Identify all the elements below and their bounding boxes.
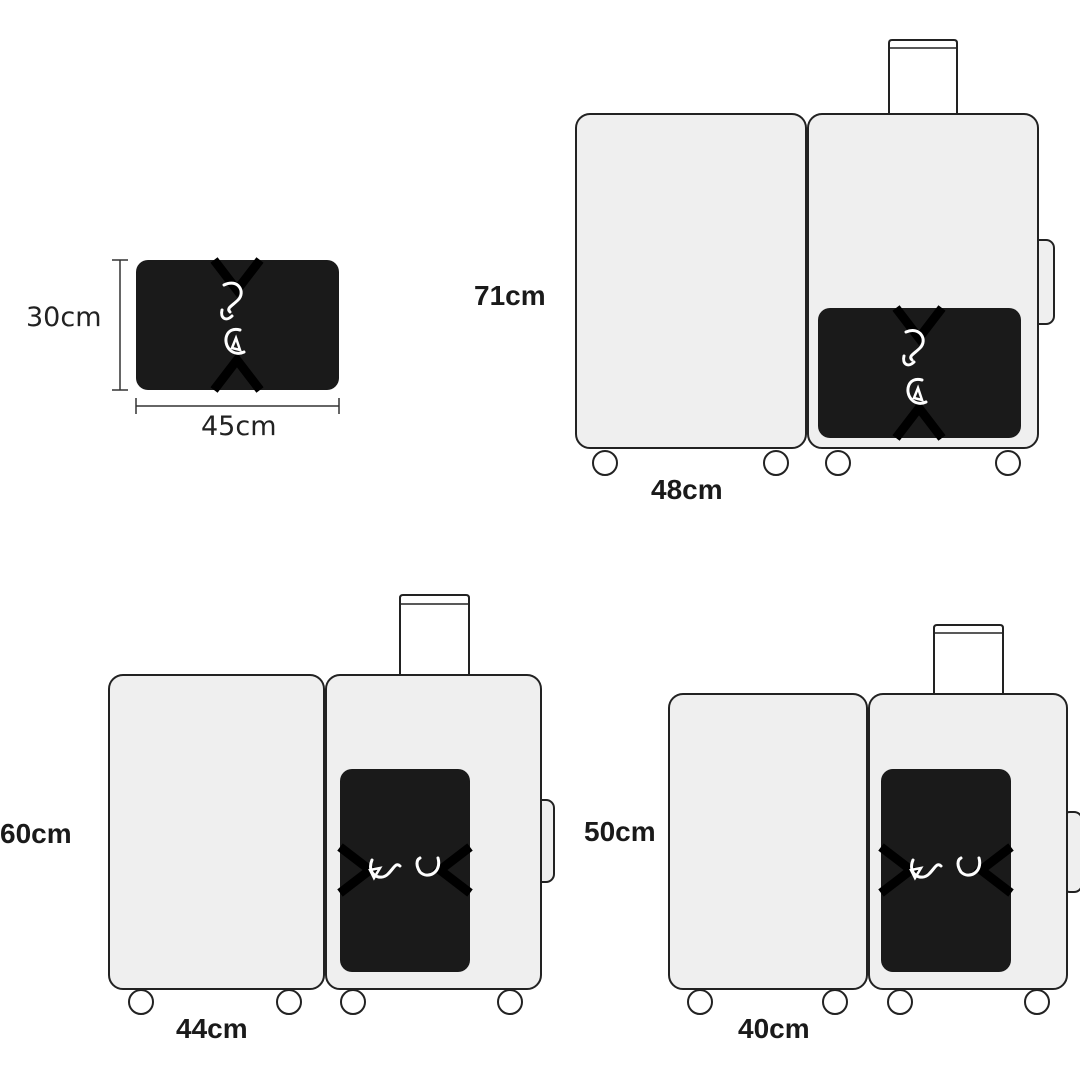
hook-icon [220,281,246,355]
medium-width-label: 44cm [176,1013,248,1044]
pouch-width-label: 45cm [201,411,277,442]
small-suitcase [668,624,1080,1015]
pouch-height-label: 30cm [26,302,102,333]
packing-pouch [136,257,339,393]
hook-icon [909,856,982,881]
pouch-dimension-lines [112,259,340,414]
large-width-label: 48cm [651,474,723,505]
large-height-label: 71cm [474,280,546,311]
small-height-label: 50cm [584,816,656,847]
medium-suitcase [108,594,555,1015]
medium-height-label: 60cm [0,818,72,849]
hook-icon [368,856,441,881]
small-width-label: 40cm [738,1013,810,1044]
hook-icon [902,329,928,405]
large-suitcase [575,39,1055,476]
